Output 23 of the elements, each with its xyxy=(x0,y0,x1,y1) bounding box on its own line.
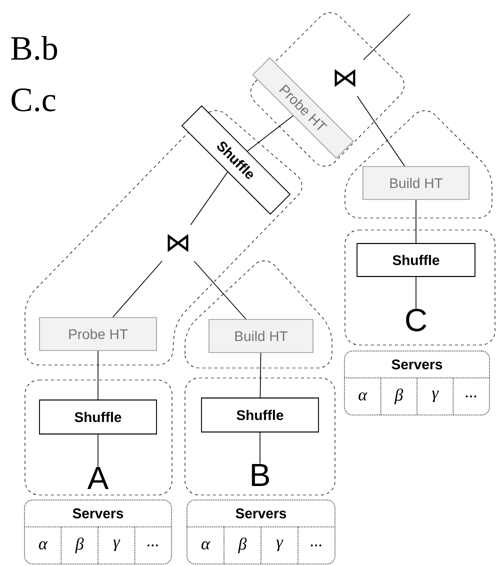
join-symbol: ⋈ xyxy=(168,234,188,252)
label-text: B.b xyxy=(11,36,58,60)
hash-table-box: Build HT xyxy=(208,319,314,353)
server-table: Servers α β γ ... xyxy=(344,350,490,416)
shuffle-box: Shuffle xyxy=(356,243,476,277)
connector-line xyxy=(194,260,246,320)
hash-table-box: Probe HT xyxy=(39,317,157,351)
server-table: Servers α β γ ... xyxy=(24,500,172,564)
table-letter: A xyxy=(87,467,109,489)
hash-table-box: Build HT xyxy=(362,166,470,200)
connector-line xyxy=(112,260,162,318)
table-letter: B xyxy=(252,464,269,486)
join-symbol: ⋈ xyxy=(334,69,356,87)
shuffle-box: Shuffle xyxy=(39,400,157,434)
connector-line xyxy=(356,96,405,167)
connector-line xyxy=(190,172,228,226)
server-table: Servers α β γ ... xyxy=(186,500,336,564)
table-letter: C xyxy=(406,308,426,332)
shuffle-box: Shuffle xyxy=(201,398,319,432)
connector-line xyxy=(363,14,410,60)
connector-line xyxy=(260,352,262,398)
label-text: C.c xyxy=(12,88,56,112)
connector-line xyxy=(247,115,294,152)
